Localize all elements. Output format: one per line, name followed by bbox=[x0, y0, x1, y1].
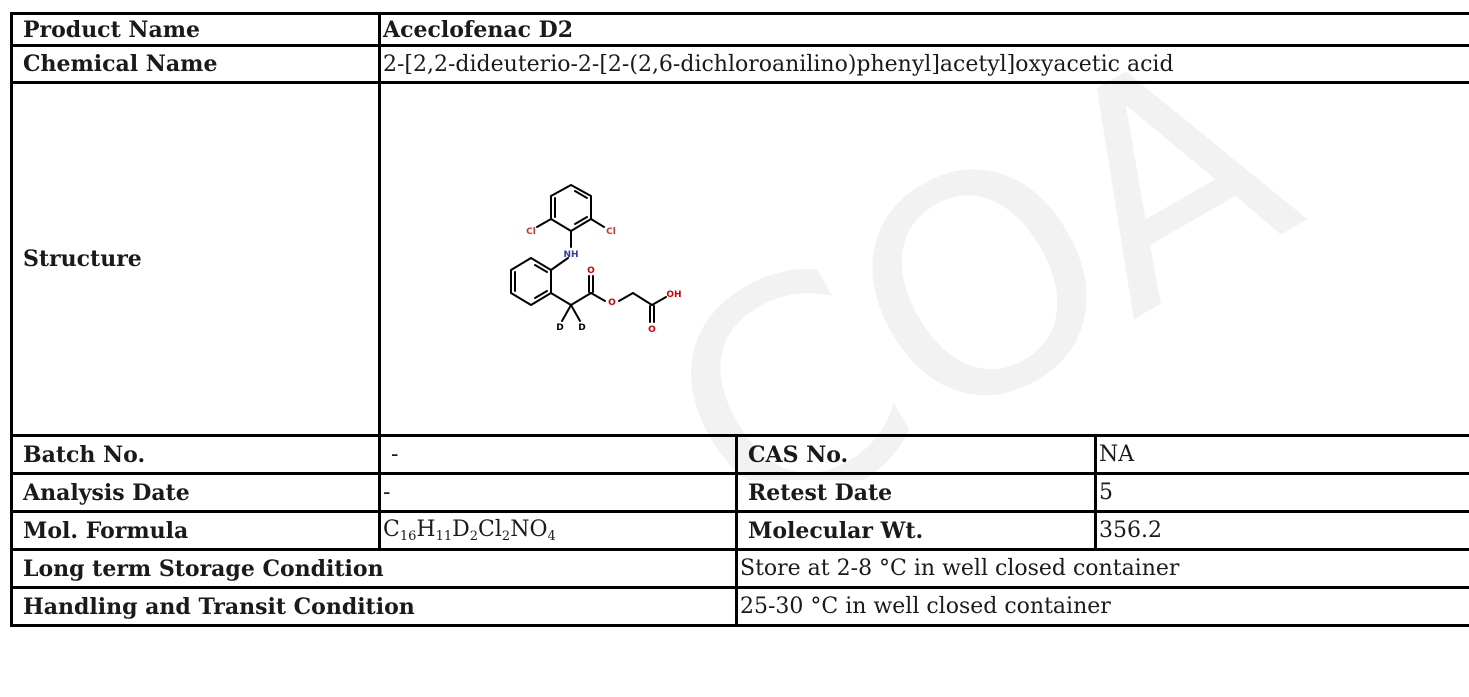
cas-label: CAS No. bbox=[735, 434, 1097, 475]
mol-formula-value: C16H11D2Cl2NO4 bbox=[378, 510, 738, 551]
row-formula-weight: Mol. Formula C16H11D2Cl2NO4 Molecular Wt… bbox=[10, 510, 1469, 551]
structure-cell: Cl Cl NH O O OH O D D bbox=[378, 81, 1469, 437]
row-dates: Analysis Date - Retest Date 5 bbox=[10, 472, 1469, 513]
mol-weight-label: Molecular Wt. bbox=[735, 510, 1097, 551]
retest-date-label: Retest Date bbox=[735, 472, 1097, 513]
row-long-term-storage: Long term Storage Condition Store at 2-8… bbox=[10, 548, 1469, 589]
atom-o-carbonyl: O bbox=[587, 266, 595, 276]
coa-table: Product Name Aceclofenac D2 Chemical Nam… bbox=[10, 12, 1469, 627]
atom-d2: D bbox=[578, 323, 585, 333]
handling-value: 25-30 °C in well closed container bbox=[735, 586, 1469, 627]
product-name-value: Aceclofenac D2 bbox=[378, 12, 1469, 47]
atom-o-acid: O bbox=[648, 325, 656, 335]
atom-cl-left: Cl bbox=[526, 227, 536, 237]
mol-weight-value: 356.2 bbox=[1094, 510, 1469, 551]
row-handling: Handling and Transit Condition 25-30 °C … bbox=[10, 586, 1469, 627]
atom-cl-right: Cl bbox=[606, 227, 616, 237]
handling-label: Handling and Transit Condition bbox=[10, 586, 738, 627]
atom-o-ester: O bbox=[608, 298, 616, 308]
row-chemical-name: Chemical Name 2-[2,2-dideuterio-2-[2-(2,… bbox=[10, 44, 1469, 84]
mol-formula-label: Mol. Formula bbox=[10, 510, 381, 551]
atom-oh: OH bbox=[666, 290, 681, 300]
batch-value: - bbox=[378, 434, 738, 475]
analysis-date-value: - bbox=[378, 472, 738, 513]
row-batch-cas: Batch No. - CAS No. NA bbox=[10, 434, 1469, 475]
analysis-date-label: Analysis Date bbox=[10, 472, 381, 513]
row-product-name: Product Name Aceclofenac D2 bbox=[10, 12, 1469, 47]
atom-nh: NH bbox=[563, 250, 578, 260]
batch-label: Batch No. bbox=[10, 434, 381, 475]
chemical-name-value: 2-[2,2-dideuterio-2-[2-(2,6-dichloroanil… bbox=[378, 44, 1469, 84]
chemical-name-label: Chemical Name bbox=[10, 44, 381, 84]
structure-label: Structure bbox=[10, 81, 381, 437]
cas-value: NA bbox=[1094, 434, 1469, 475]
long-term-value: Store at 2-8 °C in well closed container bbox=[735, 548, 1469, 589]
structure-diagram: Cl Cl NH O O OH O D D bbox=[510, 184, 682, 335]
row-structure: Structure bbox=[10, 81, 1469, 437]
retest-date-value: 5 bbox=[1094, 472, 1469, 513]
long-term-label: Long term Storage Condition bbox=[10, 548, 738, 589]
product-name-label: Product Name bbox=[10, 12, 381, 47]
atom-d1: D bbox=[556, 323, 563, 333]
